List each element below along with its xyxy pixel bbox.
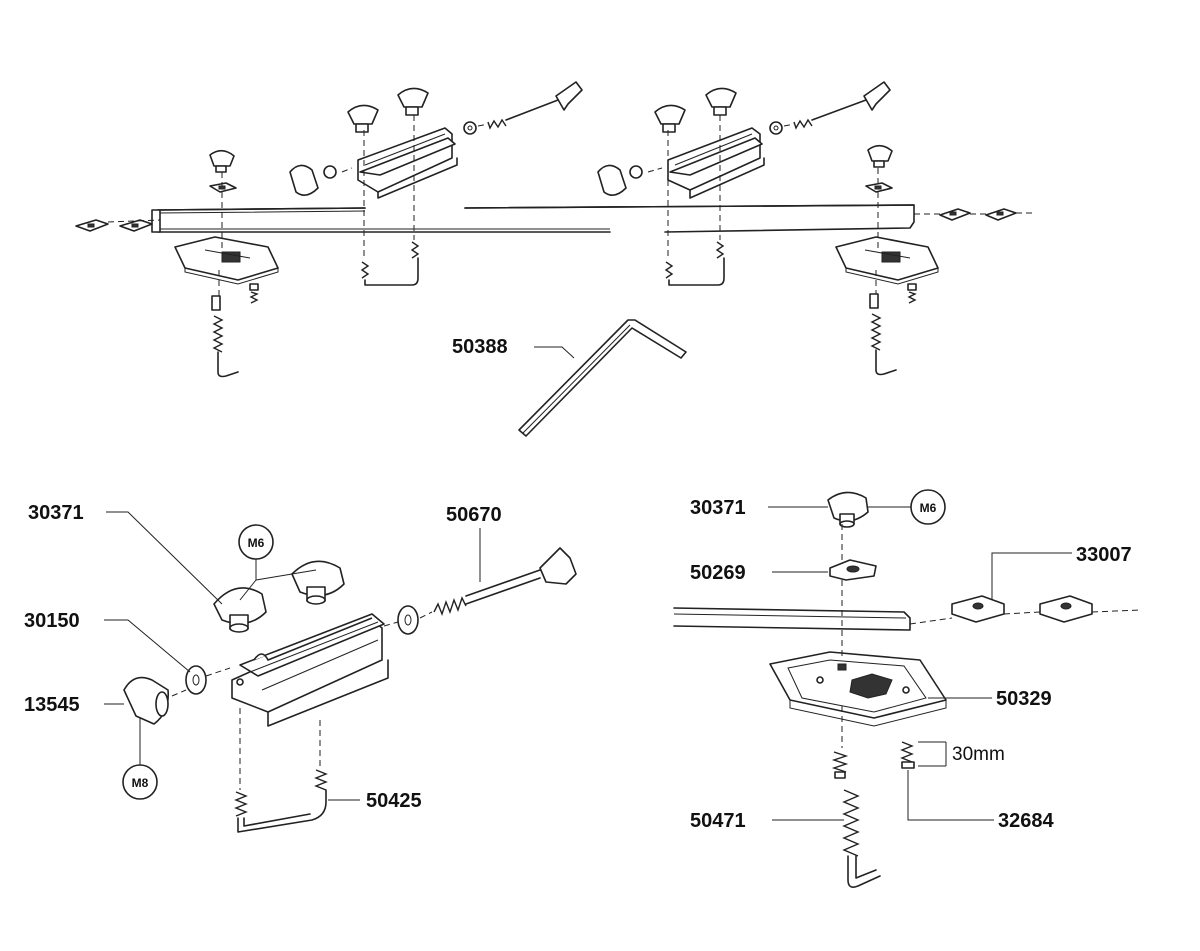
- m6-badge-text: M6: [248, 536, 265, 550]
- knob-detail-right: [827, 491, 869, 528]
- m6-badge-plate: M6: [868, 489, 946, 525]
- square-nut-right: [865, 182, 893, 193]
- knob-side-left: [289, 164, 337, 196]
- nut-detail-right: [829, 559, 877, 581]
- washer-bolt-detail: [397, 605, 419, 635]
- slide-nut-right-2: [985, 208, 1017, 221]
- knob-side-right: [597, 164, 643, 196]
- hook-bolt-right: [869, 293, 897, 376]
- label-32684: 32684: [998, 810, 1054, 832]
- clamp-bracket-left: [357, 127, 458, 199]
- label-30150: 30150: [24, 610, 80, 632]
- long-bolt-detail: [433, 547, 577, 617]
- label-50670: 50670: [446, 504, 502, 526]
- base-plate-detail: M6: [673, 489, 1141, 888]
- m8-badge-text: M8: [132, 776, 149, 790]
- washer-top-right: [769, 121, 783, 135]
- washer-top-left: [463, 121, 477, 135]
- label-30371-clamp: 30371: [28, 502, 84, 524]
- label-50329: 50329: [996, 688, 1052, 710]
- hex-key-part: 50388: [452, 319, 687, 437]
- u-bolt-detail: [234, 769, 328, 833]
- m8-badge-clamp: M8: [122, 718, 158, 800]
- label-13545: 13545: [24, 694, 80, 716]
- label-50471: 50471: [690, 810, 746, 832]
- hex-key-label: 50388: [452, 336, 508, 358]
- knob-clamp-left-b: [397, 87, 429, 116]
- base-plate-left: [174, 236, 279, 285]
- m6-badge-clamp: M6: [238, 524, 317, 601]
- knob-clamp-left-a: [347, 104, 379, 133]
- knob-side-detail: [123, 676, 170, 725]
- knob-small-right: [867, 144, 893, 168]
- plate-detail: [769, 651, 947, 727]
- screw-right: [907, 283, 917, 304]
- roof-bar: [151, 204, 915, 233]
- u-bolt-left: [360, 241, 420, 286]
- knob-m6-a: [213, 587, 267, 633]
- slide-nut-detail-a: [951, 595, 1005, 623]
- label-30371-plate: 30371: [690, 497, 746, 519]
- label-33007: 33007: [1076, 544, 1132, 566]
- clamp-bracket-right: [667, 127, 765, 199]
- knob-small-left: [209, 149, 235, 173]
- slide-nut-left-1: [75, 219, 109, 232]
- label-30mm: 30mm: [952, 744, 1005, 765]
- label-50425: 50425: [366, 790, 422, 812]
- square-nut-left: [209, 182, 237, 193]
- knob-clamp-right-b: [705, 87, 737, 116]
- clamp-detail: M6 M8 30371 50670 30150 13545 50425: [24, 502, 577, 833]
- slide-nut-left-2: [119, 219, 153, 232]
- long-bolt-top-right: [793, 81, 891, 130]
- slide-nut-right-1: [939, 208, 971, 221]
- hook-bolt-left: [211, 295, 239, 378]
- top-assembly-overview: [75, 81, 1035, 378]
- label-50269: 50269: [690, 562, 746, 584]
- u-bolt-right: [664, 241, 725, 286]
- screw-left: [249, 283, 259, 304]
- long-bolt-top-left: [487, 81, 583, 130]
- m6-badge-plate-text: M6: [920, 501, 937, 515]
- bar-end-detail: [673, 607, 911, 631]
- clamp-bracket-detail: [231, 613, 389, 727]
- slide-nut-detail-b: [1039, 595, 1093, 623]
- short-screw-detail: [831, 751, 849, 779]
- knob-m6-b: [291, 560, 345, 605]
- screw-detail: [900, 741, 915, 769]
- hook-bolt-detail: [842, 789, 881, 888]
- base-plate-right: [835, 236, 939, 285]
- knob-clamp-right-a: [654, 104, 686, 133]
- washer-detail: [185, 665, 207, 695]
